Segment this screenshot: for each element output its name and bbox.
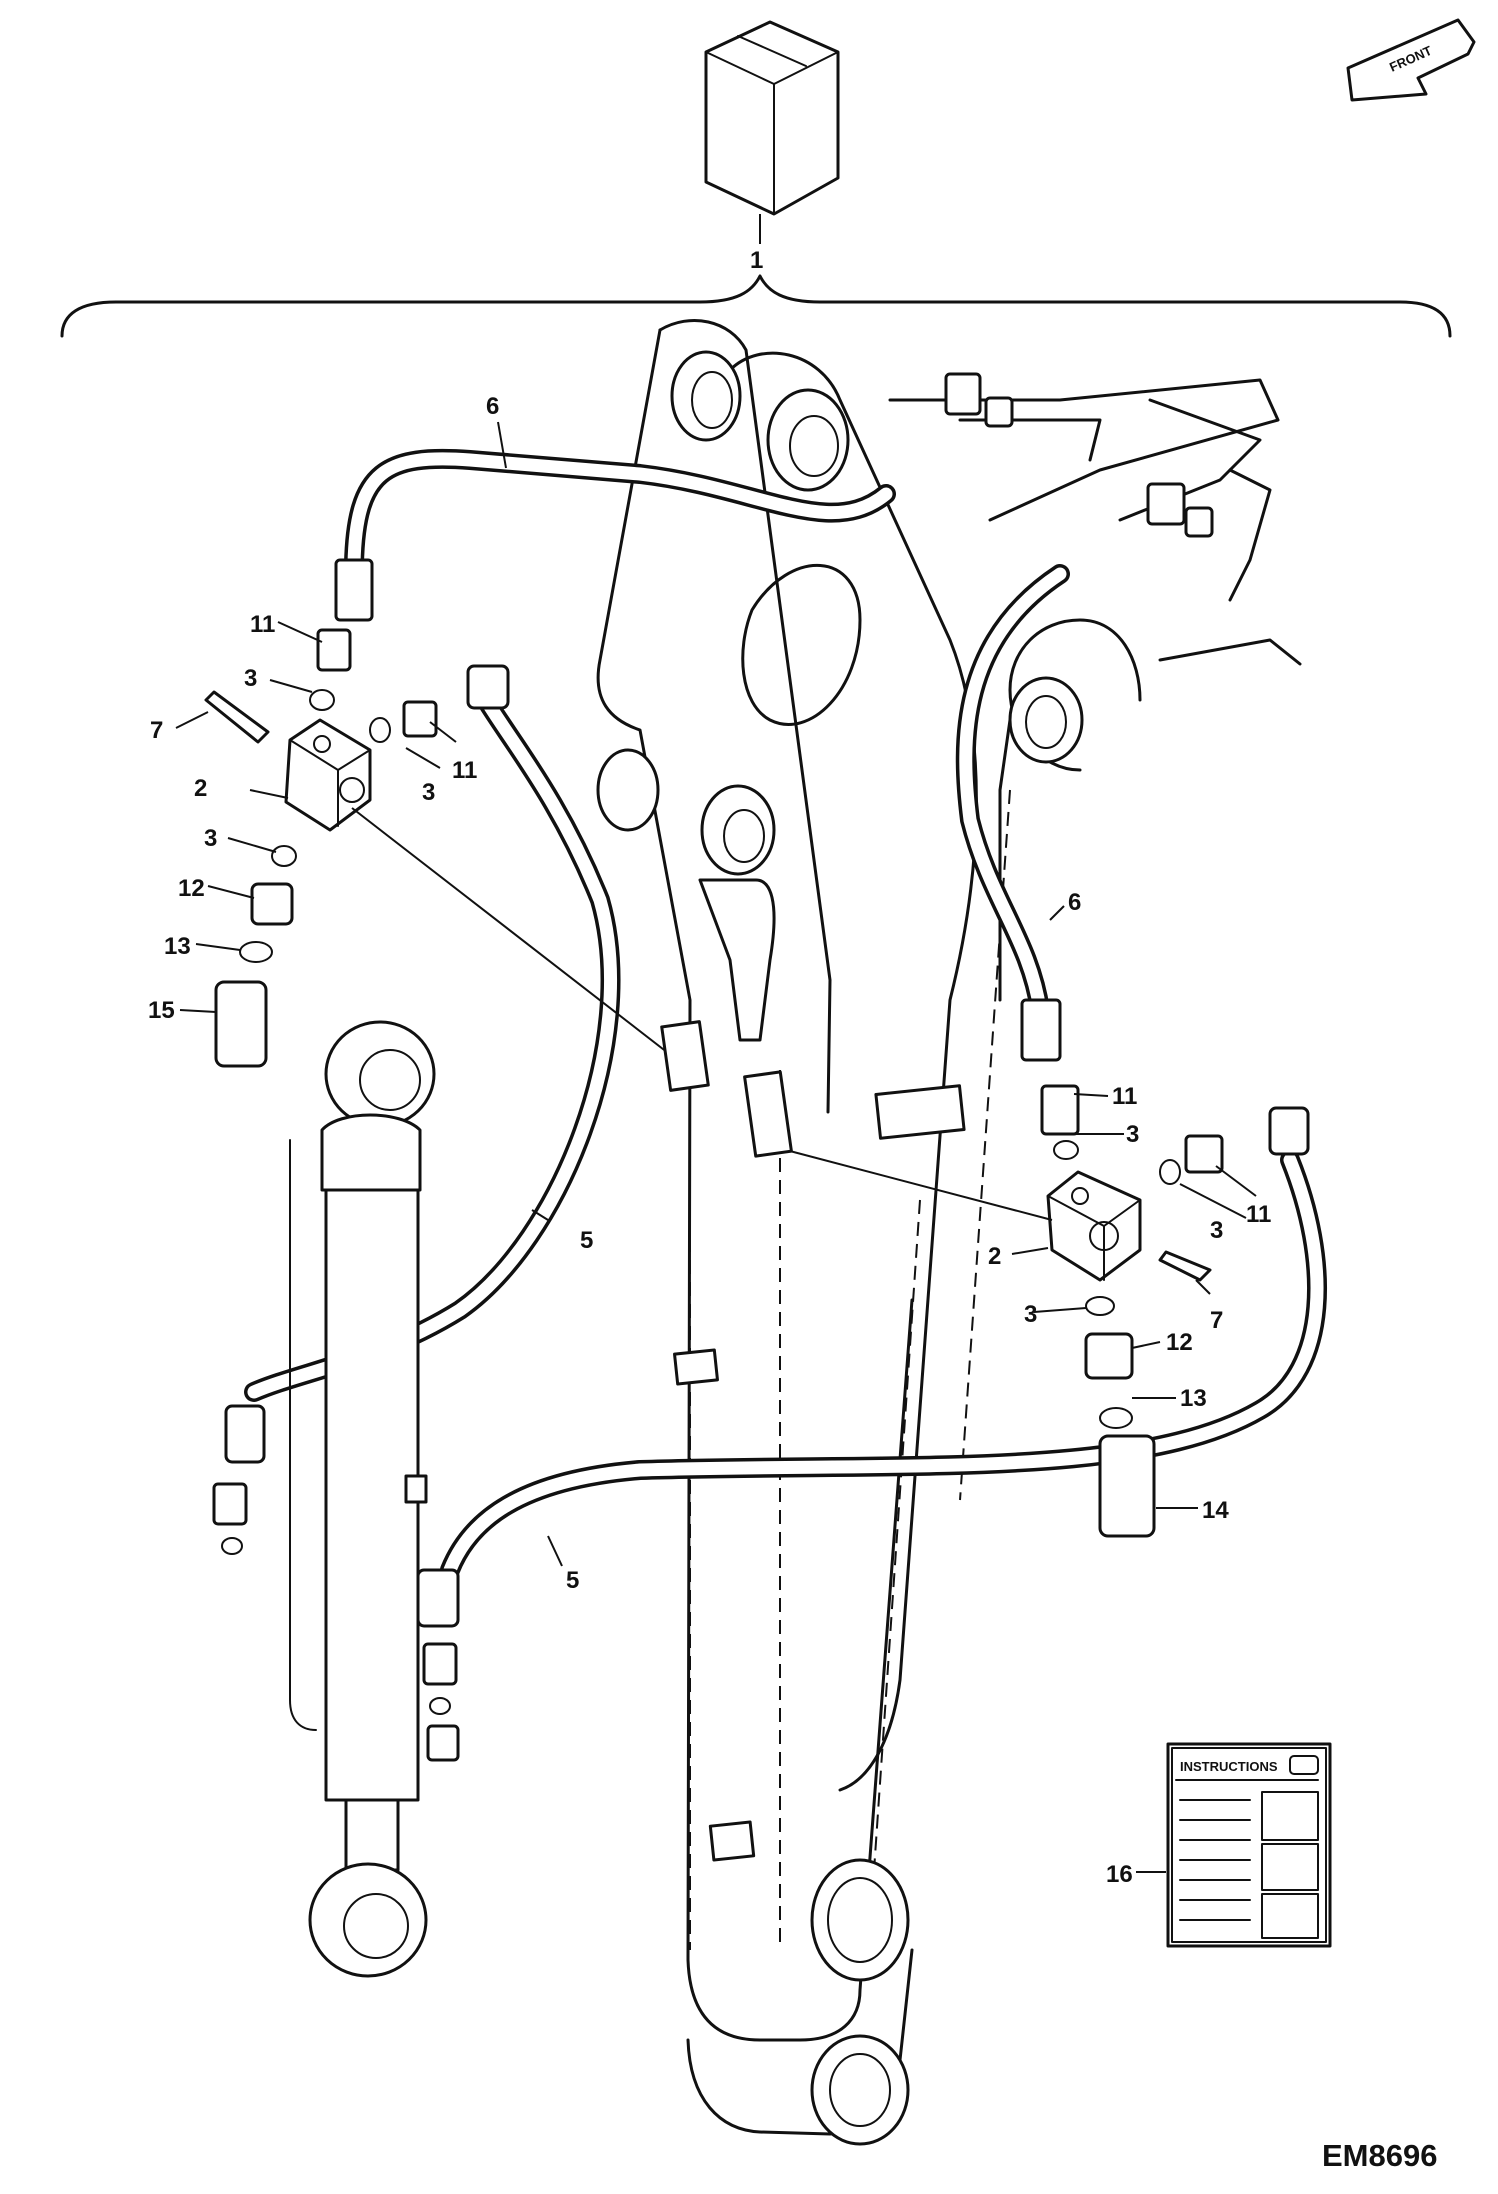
callout-3-right-bottom: 3 <box>1024 1301 1037 1328</box>
callout-6-left: 6 <box>486 393 499 420</box>
callout-7-left: 7 <box>150 717 163 744</box>
instructions-label: INSTRUCTIONS <box>1180 1759 1278 1774</box>
hose-6-left <box>334 448 896 622</box>
kit-brace <box>60 274 1452 338</box>
callout-3-left-bottom: 3 <box>204 825 217 852</box>
callout-3-right-side: 3 <box>1210 1217 1223 1244</box>
cylinder-fittings <box>212 1482 460 1762</box>
callout-14: 14 <box>1202 1497 1229 1524</box>
callout-13-left: 13 <box>164 933 191 960</box>
leader-lines <box>175 421 1257 1873</box>
callout-16: 16 <box>1106 1861 1133 1888</box>
callout-11-left-top: 11 <box>250 611 275 638</box>
callout-2-left: 2 <box>194 775 207 802</box>
hose-5-lower <box>416 1106 1327 1628</box>
instructions-manual-icon: INSTRUCTIONS <box>1166 1742 1332 1948</box>
callout-11-right-side: 11 <box>1246 1201 1271 1228</box>
callout-11-left-right: 11 <box>452 757 477 784</box>
callout-11-right-top: 11 <box>1112 1083 1137 1110</box>
hydraulic-cylinder <box>289 1020 436 1978</box>
callout-1: 1 <box>750 247 763 274</box>
hose-6-right <box>955 564 1070 1062</box>
callout-5-left: 5 <box>580 1227 593 1254</box>
callout-2-right: 2 <box>988 1243 1001 1270</box>
valve-block-right <box>743 1070 1224 1538</box>
callout-3-right-top: 3 <box>1126 1121 1139 1148</box>
callout-6-right: 6 <box>1068 889 1081 916</box>
callout-13-right: 13 <box>1180 1385 1207 1412</box>
callout-7-right: 7 <box>1210 1307 1223 1334</box>
front-direction-arrow: FRONT <box>1346 18 1476 102</box>
boom <box>888 372 1302 1501</box>
kit-box-icon <box>704 20 840 244</box>
callout-15: 15 <box>148 997 175 1024</box>
callout-12-right: 12 <box>1166 1329 1193 1356</box>
drawing-id: EM8696 <box>1322 2138 1437 2173</box>
valve-block-left <box>204 628 710 1092</box>
callout-12-left: 12 <box>178 875 205 902</box>
callout-3-left-right: 3 <box>422 779 435 806</box>
dipper-arm <box>596 318 978 2146</box>
callout-5-lower: 5 <box>566 1567 579 1594</box>
callout-3-left-top: 3 <box>244 665 257 692</box>
